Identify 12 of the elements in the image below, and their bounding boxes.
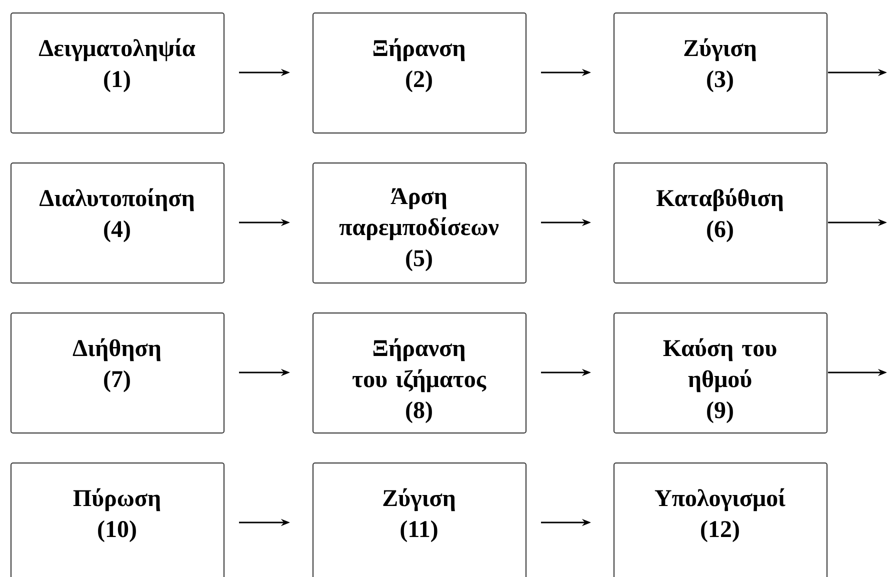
process-box: Δειγματοληψία (1)	[10, 12, 224, 134]
process-box: Ζύγιση (11)	[312, 462, 526, 577]
process-box: Διαλυτοποίηση (4)	[10, 162, 224, 284]
process-box: Ξήρανση (2)	[312, 12, 526, 134]
process-box: Πύρωση (10)	[10, 462, 224, 577]
process-box: Καταβύθιση (6)	[614, 162, 828, 284]
process-box: Καύση του ηθμού (9)	[614, 312, 828, 434]
process-box: Ξήρανση του ιζήματος (8)	[312, 312, 526, 434]
process-box: Ζύγιση (3)	[614, 12, 828, 134]
process-box: Υπολογισμοί (12)	[614, 462, 828, 577]
process-box: Διήθηση (7)	[10, 312, 224, 434]
process-box: Άρση παρεμποδίσεων (5)	[312, 162, 526, 284]
